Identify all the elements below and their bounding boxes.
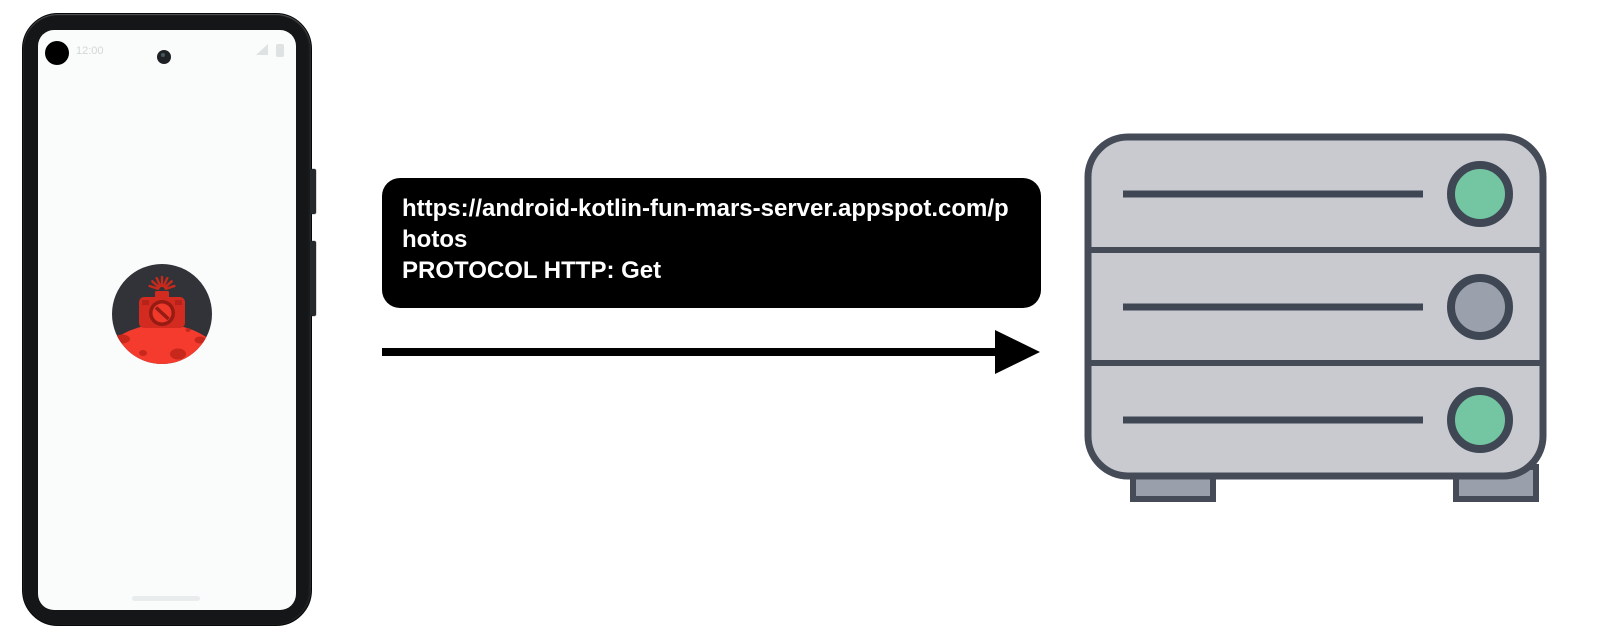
status-time: 12:00	[76, 45, 104, 57]
status-dot	[45, 41, 69, 65]
phone-screen: 12:00	[38, 30, 296, 610]
request-protocol: PROTOCOL HTTP: Get	[402, 257, 662, 284]
request-url: https://android-kotlin-fun-mars-server.a…	[402, 195, 1009, 253]
power-button	[310, 241, 316, 316]
battery-icon	[276, 44, 284, 57]
http-request-box: https://android-kotlin-fun-mars-server.a…	[382, 178, 1041, 308]
status-bar-icons	[256, 44, 284, 57]
request-arrow-icon	[382, 330, 1040, 374]
volume-button	[310, 169, 316, 214]
front-camera-icon	[157, 50, 171, 64]
android-phone: 12:00	[22, 13, 316, 626]
camera-icon	[139, 275, 185, 328]
server-illustration	[1084, 133, 1547, 502]
flash-rays	[148, 275, 176, 290]
mars-photos-app-icon	[112, 264, 212, 364]
home-indicator	[132, 596, 200, 601]
server-indicator-light	[1447, 387, 1513, 453]
server-indicator-light	[1447, 274, 1513, 340]
signal-icon	[256, 44, 268, 55]
server-indicator-light	[1447, 161, 1513, 227]
